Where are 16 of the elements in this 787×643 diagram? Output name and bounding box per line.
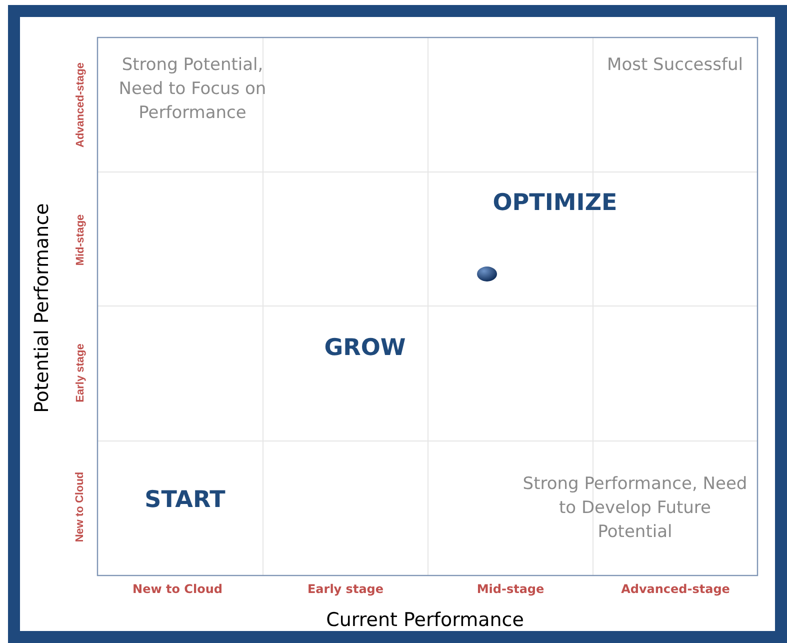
quadrant-note: Strong Potential, Need to Focus on Performance xyxy=(118,54,268,125)
y-axis-tick-label: Early stage xyxy=(74,344,86,402)
x-axis-tick-label: Mid-stage xyxy=(476,582,546,596)
quadrant-note: Most Successful xyxy=(606,54,744,77)
zone-label: START xyxy=(144,487,226,513)
x-axis-tick-label: New to Cloud xyxy=(132,582,224,596)
x-axis-tick-label: Early stage xyxy=(306,582,385,596)
x-axis-tick-label: Advanced-stage xyxy=(620,582,731,596)
x-axis-title: Current Performance xyxy=(325,609,525,631)
y-axis-tick-label: New to Cloud xyxy=(74,472,86,542)
y-axis-tick-label: Advanced-stage xyxy=(74,62,86,148)
zone-label: OPTIMIZE xyxy=(492,190,618,216)
y-axis-tick-label: Mid-stage xyxy=(74,214,86,266)
y-axis-title: Potential Performance xyxy=(30,203,53,413)
zone-label: GROW xyxy=(323,335,407,361)
quadrant-note: Strong Performance, Need to Develop Future Potential xyxy=(522,473,748,544)
